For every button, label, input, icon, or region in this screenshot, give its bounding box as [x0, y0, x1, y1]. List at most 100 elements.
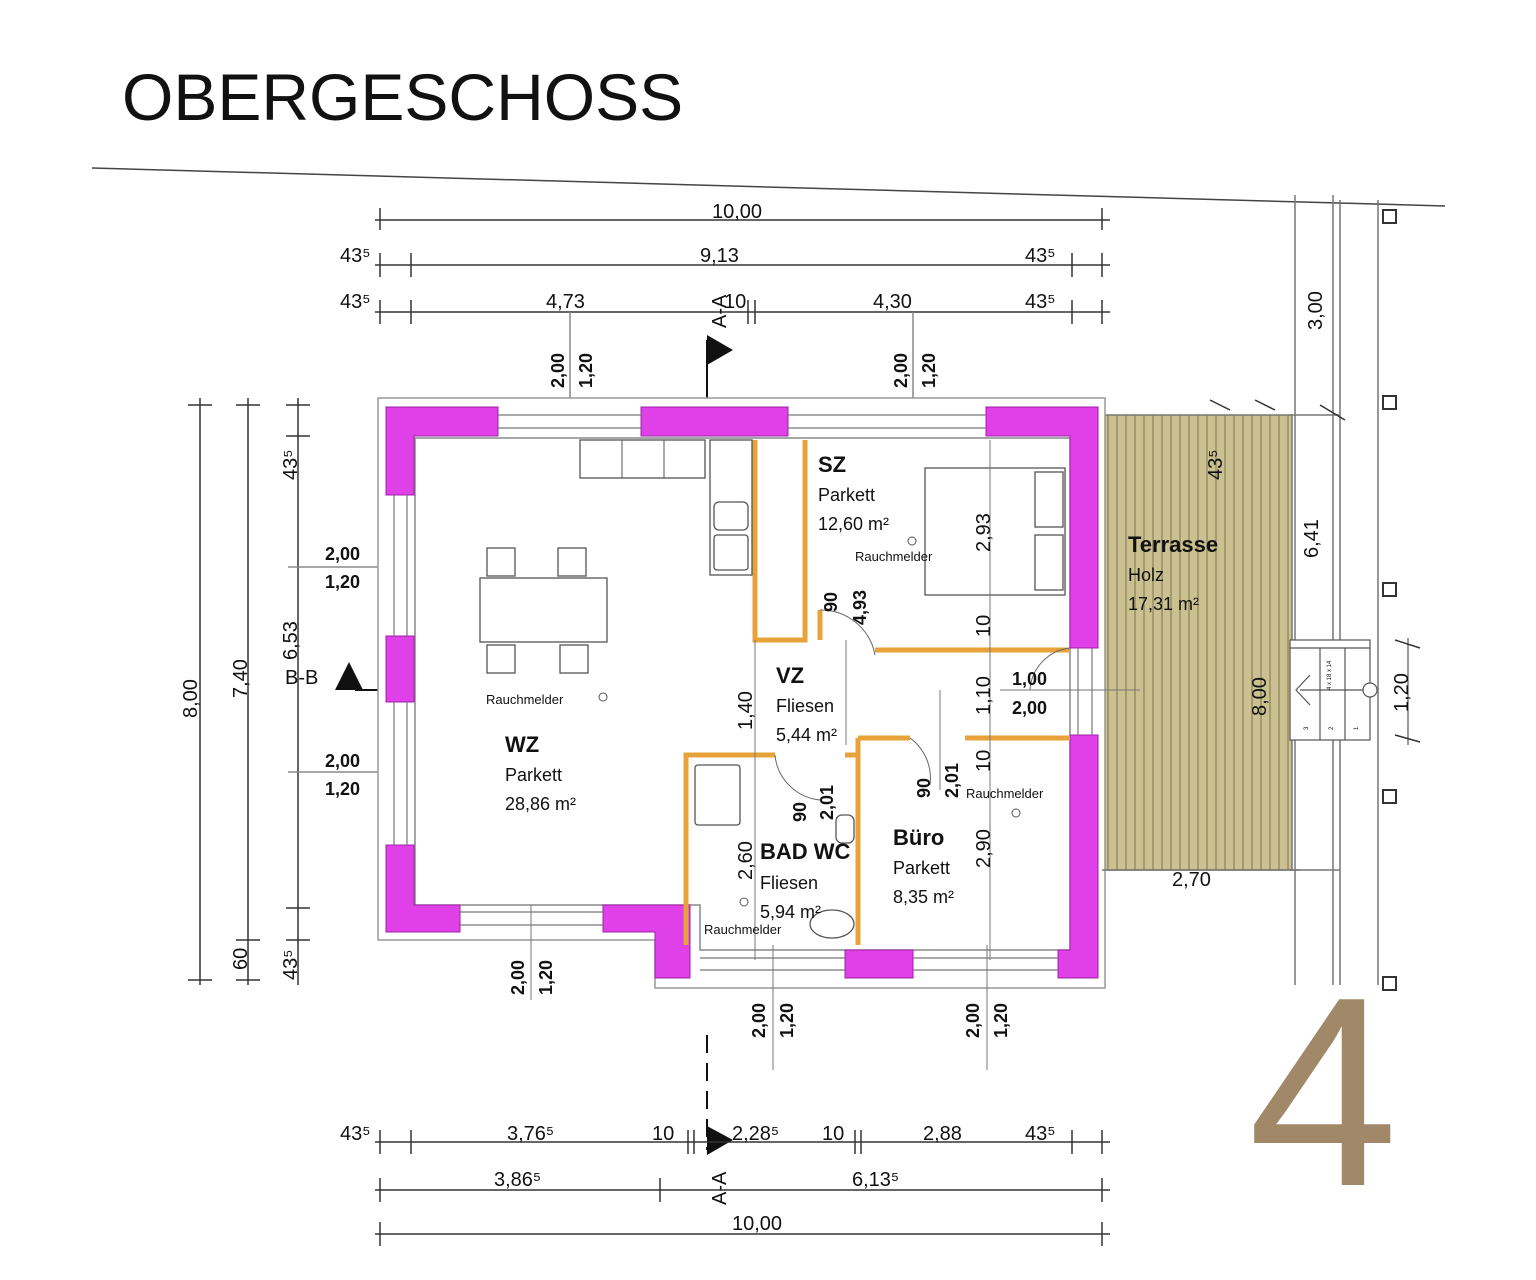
page-title: OBERGESCHOSS [122, 60, 683, 134]
dimension-label: 1,20 [1391, 673, 1413, 712]
dimension-label: Parkett [893, 858, 950, 878]
interior-walls [683, 440, 1071, 945]
bottom-dimensions: 2,00 1,20 2,00 1,20 2,00 1,20 43⁵ 3,76⁵ … [340, 960, 1110, 1246]
dimension-label: 6,13⁵ [852, 1169, 899, 1191]
dimension-label: 1,20 [991, 1003, 1011, 1038]
dimension-label: A-A [709, 1171, 731, 1205]
dimension-label: 10 [822, 1123, 844, 1145]
dimension-label: 43⁵ [280, 949, 302, 980]
room-buero: Büro Parkett 8,35 m² [893, 825, 954, 907]
dimension-label: 10,00 [712, 201, 762, 223]
dimension-label: 90 [790, 802, 810, 822]
dimension-label: 43⁵ [1025, 1123, 1056, 1145]
room-bad-wc: BAD WC Fliesen 5,94 m² [760, 839, 851, 922]
dimension-label: 4,30 [873, 291, 912, 313]
dimension-label: 43⁵ [1025, 245, 1056, 267]
dimension-label: 2,00 [963, 1003, 983, 1038]
dimension-label: Rauchmelder [966, 786, 1044, 801]
dimension-label: 12,60 m² [818, 514, 889, 534]
dimension-label: Terrasse [1128, 532, 1218, 557]
page-number: 4 [1248, 942, 1398, 1243]
dimension-label: 1,20 [536, 960, 556, 995]
dimension-label: 2,60 [735, 841, 757, 880]
dimension-label: 1 [1354, 726, 1360, 730]
dimension-label: Fliesen [760, 873, 818, 893]
dimension-label: BAD WC [760, 839, 851, 864]
dimension-label: B-B [285, 667, 318, 689]
dimension-label: Büro [893, 825, 944, 850]
smoke-detector-labels: Rauchmelder Rauchmelder Rauchmelder Rauc… [486, 549, 1044, 937]
dimension-label: Parkett [505, 765, 562, 785]
dimension-label: 4,93 [850, 590, 870, 625]
washbasin [835, 814, 855, 844]
left-dimensions: 8,00 7,40 60 6,53 43⁵ 43⁵ 2,00 1,20 2,00… [180, 398, 458, 985]
dimension-label: 28,86 m² [505, 794, 576, 814]
dimension-label: Fliesen [776, 696, 834, 716]
dimension-label: 1,20 [325, 572, 360, 592]
dimension-label: 3 [1304, 726, 1310, 730]
dimension-label: 2,70 [1172, 869, 1211, 891]
room-terrasse: Terrasse Holz 17,31 m² [1128, 532, 1218, 614]
room-vz: VZ Fliesen 5,44 m² [776, 663, 837, 745]
right-side-structure: 3 4 x 18 x 14 2 1 43⁵ 6,41 8,00 3,00 1,2… [1102, 195, 1421, 991]
dimension-label: 1,00 [1012, 669, 1047, 689]
dimension-label: 43⁵ [280, 449, 302, 480]
dimension-label: 90 [914, 778, 934, 798]
dimension-label: 2,90 [973, 829, 995, 868]
dimension-label: 43⁵ [1205, 449, 1227, 480]
dimension-label: 7,40 [230, 659, 252, 698]
dimension-label: 2,28⁵ [732, 1123, 779, 1145]
dimension-label: 1,40 [735, 691, 757, 730]
dimension-label: 1,20 [919, 353, 939, 388]
dimension-label: 3,76⁵ [507, 1123, 554, 1145]
dimension-label: 1,20 [777, 1003, 797, 1038]
inner-dimensions: 2,93 90 4,93 10 1,40 1,10 1,00 2,00 10 9… [735, 513, 1047, 880]
property-line [91, 167, 1446, 207]
dimension-label: 10 [973, 750, 995, 772]
dimension-label: A-A [709, 294, 731, 328]
dimension-label: 8,00 [1249, 677, 1271, 716]
shower [694, 764, 741, 826]
dimension-label: 1,10 [973, 676, 995, 715]
dimension-label: Parkett [818, 485, 875, 505]
dimension-label: 3,00 [1305, 291, 1327, 330]
dimension-label: 6,53 [280, 621, 302, 660]
top-dimensions: 10,00 43⁵ 9,13 43⁵ 43⁵ 4,73 10 4,30 43⁵ … [340, 201, 1110, 478]
dimension-label: 10 [973, 615, 995, 637]
dimension-label: 2,93 [973, 513, 995, 552]
dimension-label: Rauchmelder [704, 922, 782, 937]
dimension-label: 5,44 m² [776, 725, 837, 745]
dimension-label: 8,35 m² [893, 887, 954, 907]
dimension-label: 2,00 [325, 544, 360, 564]
dimension-label: 2,00 [1012, 698, 1047, 718]
dimension-label: 10,00 [732, 1213, 782, 1235]
room-wz: WZ Parkett 28,86 m² [505, 732, 576, 814]
dimension-label: 2 [1329, 726, 1335, 730]
dimension-label: 2,00 [508, 960, 528, 995]
dimension-label: Holz [1128, 565, 1164, 585]
dimension-label: 8,00 [180, 679, 202, 718]
dimension-label: 2,00 [548, 353, 568, 388]
dimension-label: 2,01 [942, 763, 962, 798]
dimension-label: VZ [776, 663, 804, 688]
furniture [479, 439, 1066, 939]
section-marker-a-bottom: A-A [706, 1035, 733, 1205]
dimension-label: Rauchmelder [855, 549, 933, 564]
stair [1289, 639, 1378, 741]
toilet-icon [809, 909, 855, 939]
dimension-label: 43⁵ [340, 245, 371, 267]
dimension-label: Rauchmelder [486, 692, 564, 707]
dimension-label: 2,00 [891, 353, 911, 388]
dimension-label: 6,41 [1301, 519, 1323, 558]
dimension-label: 1,20 [325, 779, 360, 799]
dimension-label: 9,13 [700, 245, 739, 267]
dimension-label: 60 [230, 948, 252, 970]
dimension-label: 3,86⁵ [494, 1169, 541, 1191]
dining-table [479, 577, 608, 643]
room-sz: SZ Parkett 12,60 m² [818, 452, 889, 534]
dimension-label: 1,20 [576, 353, 596, 388]
dimension-label: WZ [505, 732, 539, 757]
dimension-label: 2,00 [325, 751, 360, 771]
dimension-label: 17,31 m² [1128, 594, 1199, 614]
dimension-label: 2,88 [923, 1123, 962, 1145]
